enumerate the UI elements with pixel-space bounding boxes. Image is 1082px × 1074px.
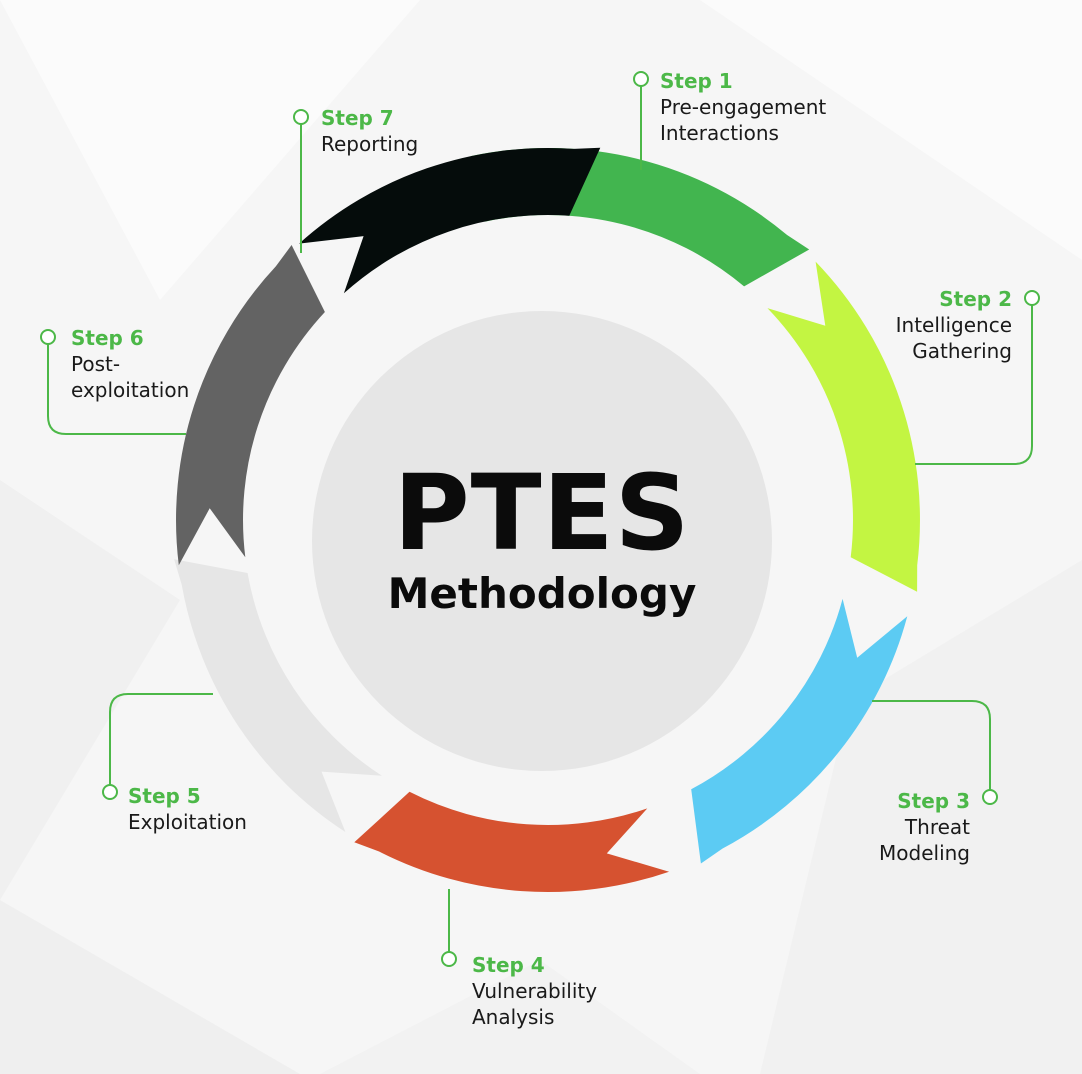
step-7-number: Step 7 bbox=[321, 106, 394, 130]
cycle-ring bbox=[174, 147, 920, 892]
center-disk bbox=[312, 311, 772, 771]
ring-segment-step-6 bbox=[176, 245, 325, 566]
ring-segment-step-3 bbox=[691, 598, 908, 864]
title-sub: Methodology bbox=[387, 569, 697, 618]
step-6-label: Step 6 Post- exploitation bbox=[71, 325, 189, 403]
step-4-number: Step 4 bbox=[472, 953, 545, 977]
ring-segment-step-2 bbox=[767, 261, 920, 592]
step-2-number: Step 2 bbox=[939, 287, 1012, 311]
step-connectors bbox=[40, 71, 1040, 967]
ring-segment-step-5 bbox=[174, 559, 382, 832]
step-3-name: Threat Modeling bbox=[879, 815, 970, 865]
step-7-label: Step 7 Reporting bbox=[321, 105, 418, 157]
step-7-name: Reporting bbox=[321, 132, 419, 156]
connector-dot-step-4 bbox=[441, 951, 457, 967]
step-5-name: Exploitation bbox=[128, 810, 247, 834]
step-3-label: Step 3 Threat Modeling bbox=[830, 788, 970, 866]
step-6-name: Post- exploitation bbox=[71, 352, 190, 402]
ring-segment-step-4 bbox=[354, 791, 670, 892]
connector-line-step-6 bbox=[47, 337, 186, 435]
title-main: PTES bbox=[393, 452, 691, 574]
step-1-number: Step 1 bbox=[660, 69, 733, 93]
step-5-number: Step 5 bbox=[128, 784, 201, 808]
step-1-name: Pre-engagement Interactions bbox=[660, 95, 827, 145]
step-4-label: Step 4 Vulnerability Analysis bbox=[472, 952, 597, 1030]
ring-segment-step-7 bbox=[299, 147, 601, 294]
diagram-title: PTES Methodology bbox=[312, 458, 772, 620]
step-5-label: Step 5 Exploitation bbox=[128, 783, 247, 835]
connector-dot-step-1 bbox=[633, 71, 649, 87]
connector-line-step-2 bbox=[915, 298, 1033, 465]
step-1-label: Step 1 Pre-engagement Interactions bbox=[660, 68, 826, 146]
step-4-name: Vulnerability Analysis bbox=[472, 979, 598, 1029]
connector-dot-step-7 bbox=[293, 109, 309, 125]
step-3-number: Step 3 bbox=[897, 789, 970, 813]
step-2-label: Step 2 Intelligence Gathering bbox=[830, 286, 1012, 364]
connector-dot-step-2 bbox=[1024, 290, 1040, 306]
connector-dot-step-5 bbox=[102, 784, 118, 800]
connector-line-step-5 bbox=[109, 693, 213, 792]
connector-dot-step-6 bbox=[40, 329, 56, 345]
connector-line-step-3 bbox=[872, 700, 991, 797]
connector-dot-step-3 bbox=[982, 789, 998, 805]
step-6-number: Step 6 bbox=[71, 326, 144, 350]
step-2-name: Intelligence Gathering bbox=[895, 313, 1012, 363]
